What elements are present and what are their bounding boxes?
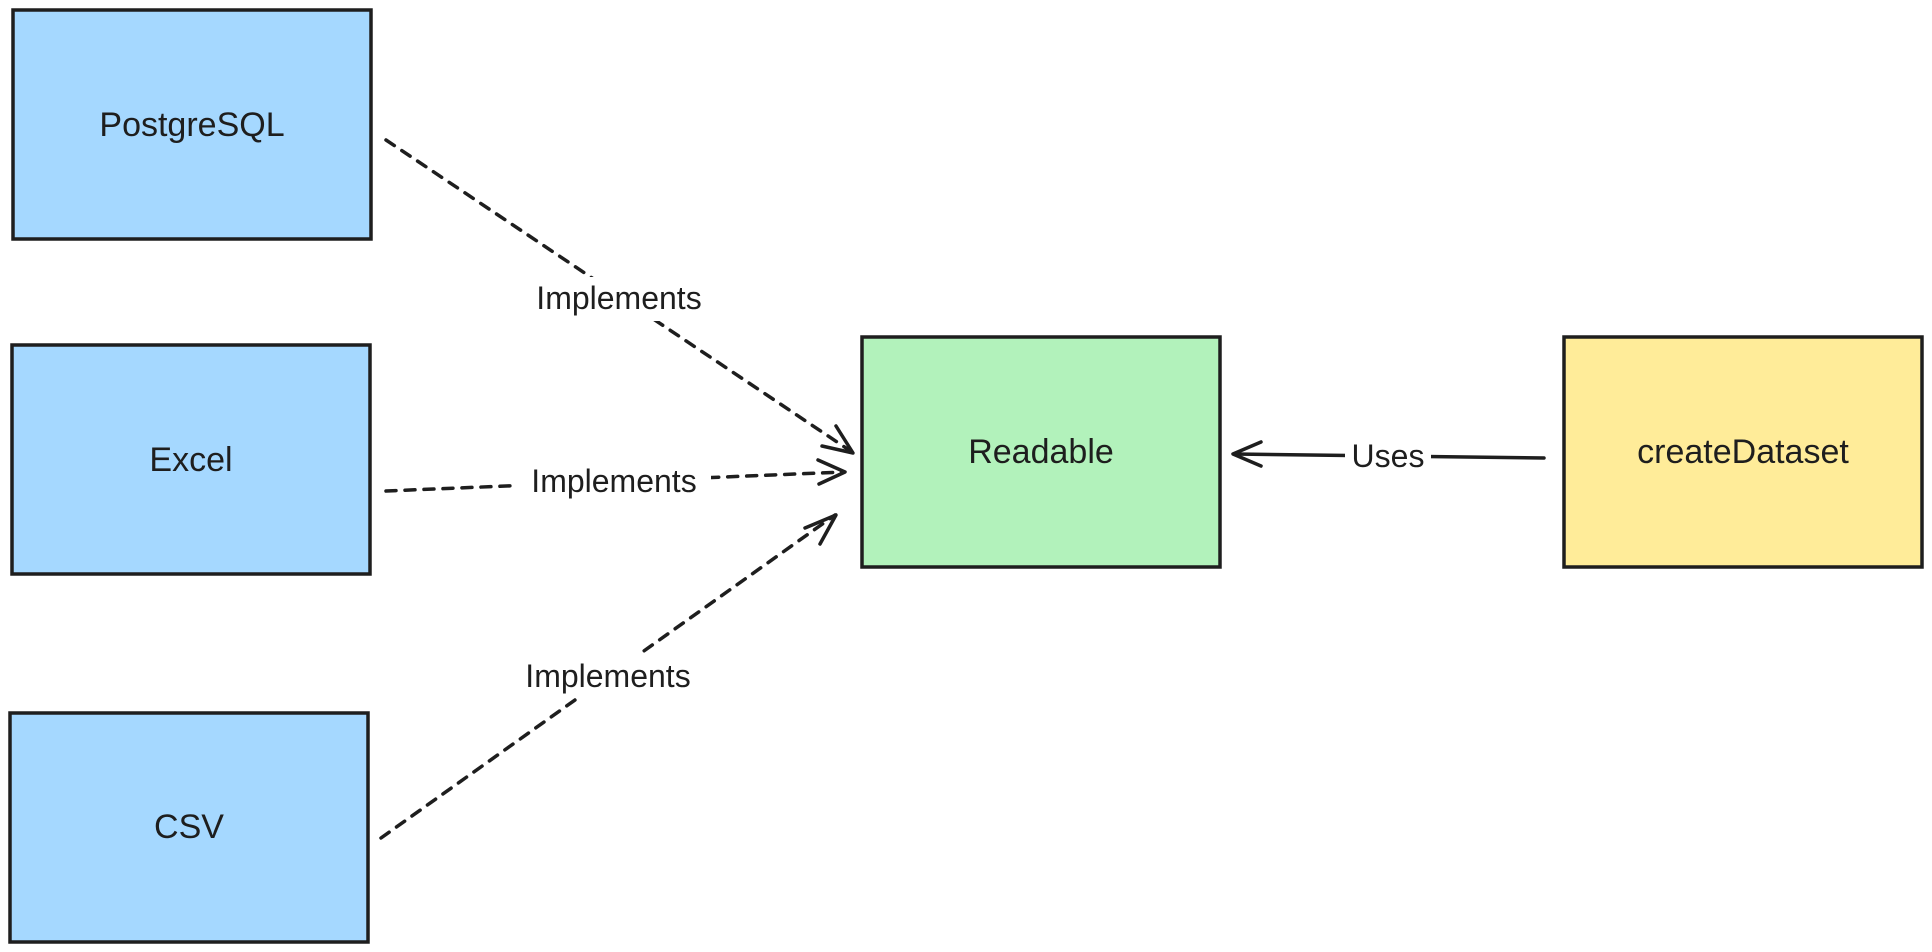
- edge-excel-readable[interactable]: Implements: [384, 458, 847, 503]
- node-label-createdataset: createDataset: [1637, 433, 1849, 471]
- node-box: [11, 8, 373, 241]
- edge-label-background: [511, 654, 705, 698]
- edge-label-background: [522, 277, 716, 321]
- node-label-excel: Excel: [149, 441, 232, 479]
- dashed-connector: [384, 138, 854, 454]
- node-label-csv: CSV: [154, 808, 224, 846]
- node-box: [860, 335, 1222, 569]
- node-csv[interactable]: CSV: [8, 711, 370, 944]
- node-box: [1562, 335, 1924, 569]
- edge-postgresql-readable[interactable]: Implements: [384, 138, 855, 455]
- edge-label-implements: Implements: [525, 658, 690, 694]
- edge-label-implements: Implements: [536, 280, 701, 316]
- node-createdataset[interactable]: createDataset: [1562, 335, 1924, 569]
- edge-createdataset-readable[interactable]: Uses: [1231, 434, 1546, 478]
- edge-csv-readable[interactable]: Implements: [379, 513, 838, 840]
- arrowhead-icon: [803, 513, 838, 546]
- node-label-postgresql: PostgreSQL: [99, 106, 284, 144]
- edge-label-implements: Implements: [531, 463, 696, 499]
- node-label-readable: Readable: [968, 433, 1114, 471]
- arrowhead-icon: [816, 458, 847, 486]
- dashed-connector: [379, 513, 837, 840]
- node-excel[interactable]: Excel: [10, 343, 372, 576]
- arrowhead-icon: [1231, 440, 1263, 468]
- edge-label-uses: Uses: [1352, 438, 1425, 474]
- node-readable[interactable]: Readable: [860, 335, 1222, 569]
- node-box: [8, 711, 370, 944]
- edge-label-background: [517, 459, 711, 503]
- node-postgresql[interactable]: PostgreSQL: [11, 8, 373, 241]
- edge-label-background: [1345, 434, 1431, 478]
- node-box: [10, 343, 372, 576]
- arrowhead-icon: [820, 424, 855, 455]
